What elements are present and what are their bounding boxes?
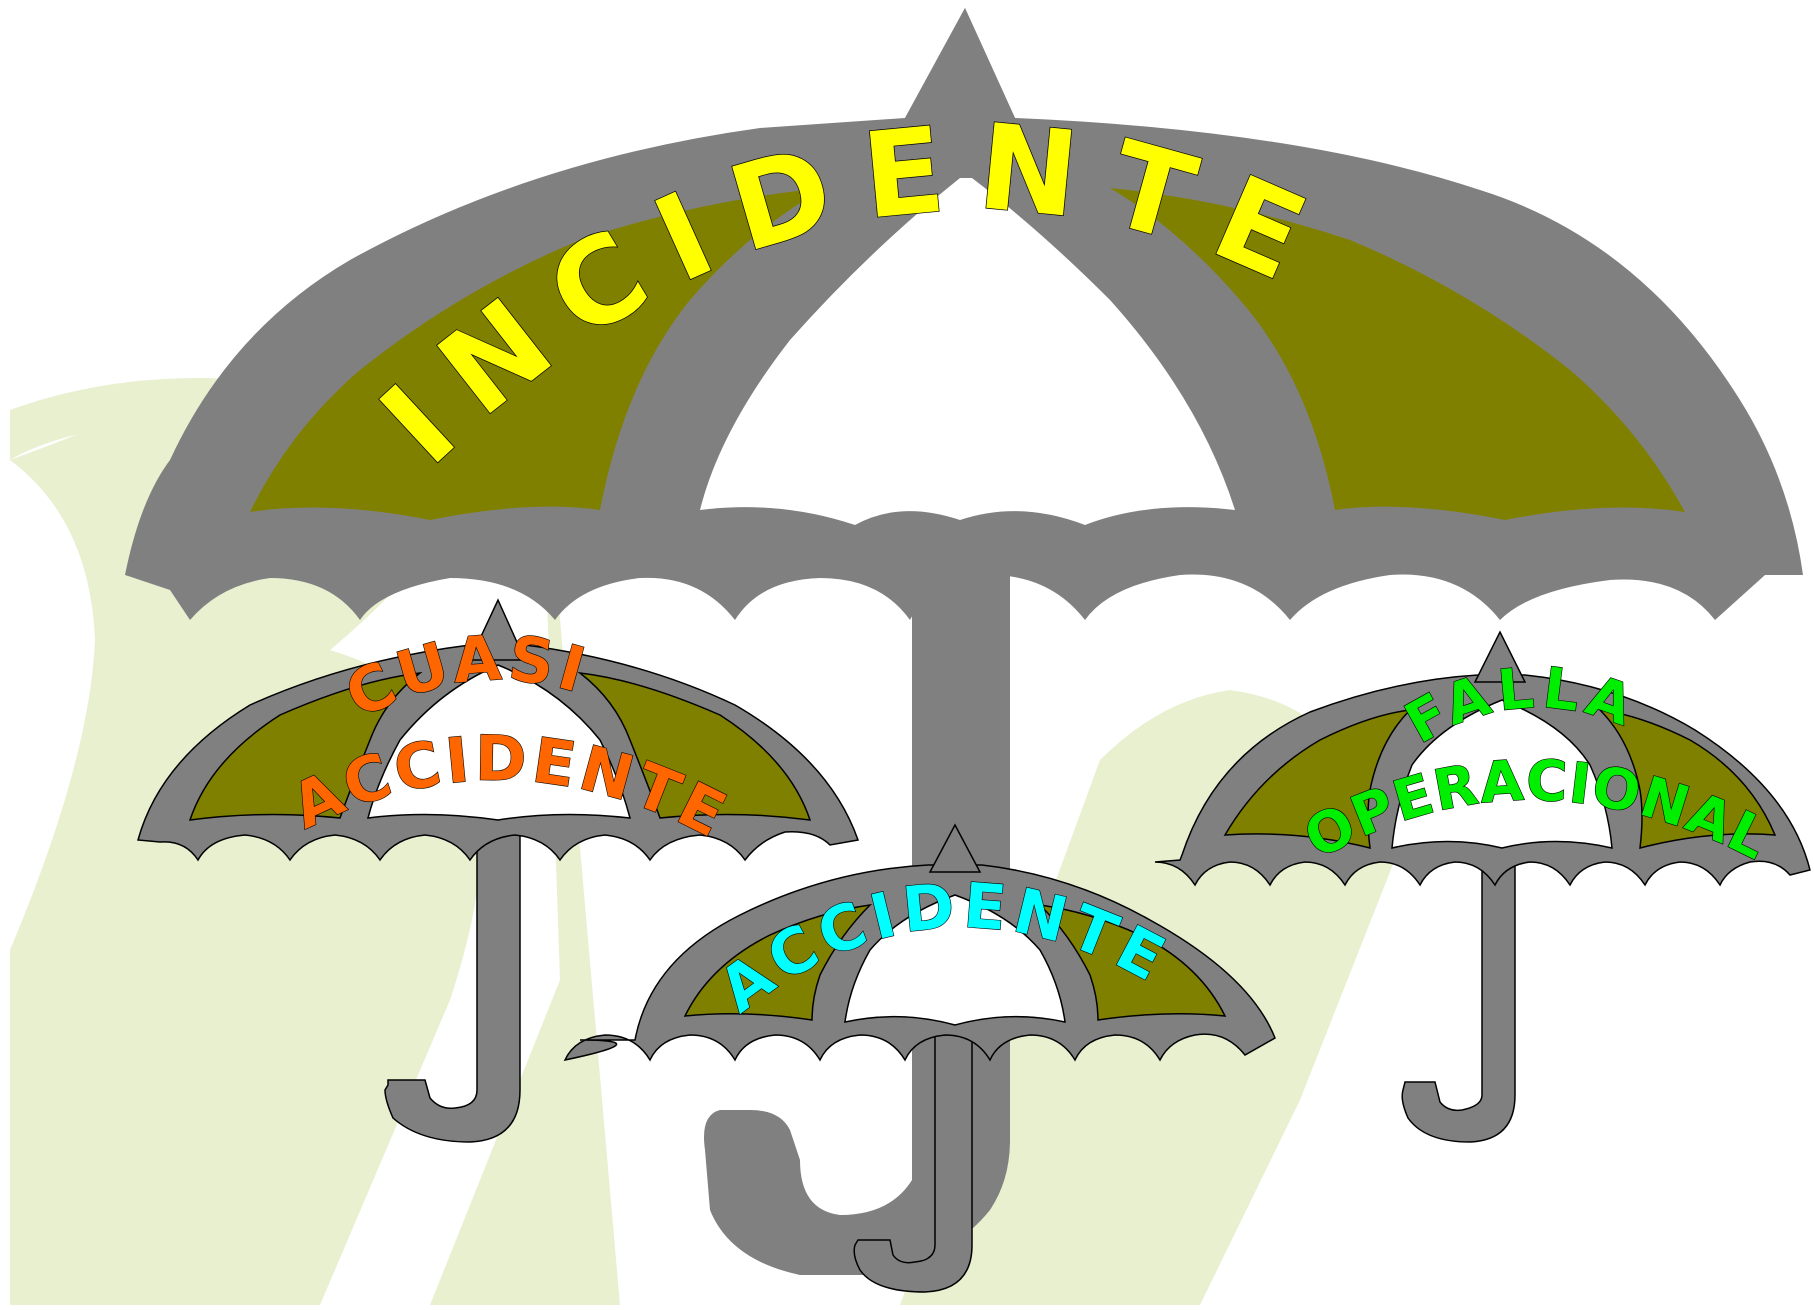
big-umbrella-panel-right-outer — [1110, 188, 1685, 520]
umbrella-accidente-panel-center — [844, 894, 1066, 1026]
umbrella-cuasi-tip — [468, 598, 527, 661]
umbrella-cuasi-panel-center — [366, 664, 632, 821]
big-umbrella-tip — [905, 8, 1015, 118]
umbrella-cuasi-accidente — [137, 598, 859, 1143]
big-umbrella — [125, 8, 1803, 1275]
umbrella-falla-tip — [1473, 630, 1527, 683]
umbrella-falla-panel-left — [1223, 708, 1413, 849]
umbrella-falla-operacional — [1154, 630, 1811, 1143]
big-umbrella-panel-center — [700, 178, 1235, 525]
umbrella-accidente-panel-left — [683, 903, 873, 1021]
big-umbrella-handle — [704, 1110, 1010, 1275]
umbrella-accidente-tip — [928, 823, 982, 873]
umbrella-falla-handle — [1401, 844, 1516, 1143]
umbrella-cuasi-panel-right — [577, 671, 812, 821]
umbrella-accidente-handle — [853, 1021, 973, 1293]
umbrella-falla-panel-right — [1597, 708, 1777, 849]
umbrella-cuasi-handle — [384, 827, 521, 1143]
umbrella-falla-panel-center — [1391, 699, 1613, 849]
umbrella-cuasi-panel-left — [188, 671, 423, 821]
big-umbrella-panel-left-outer — [250, 188, 825, 520]
umbrella-accidente — [563, 823, 1276, 1293]
umbrella-accidente-panel-right — [1037, 903, 1227, 1021]
